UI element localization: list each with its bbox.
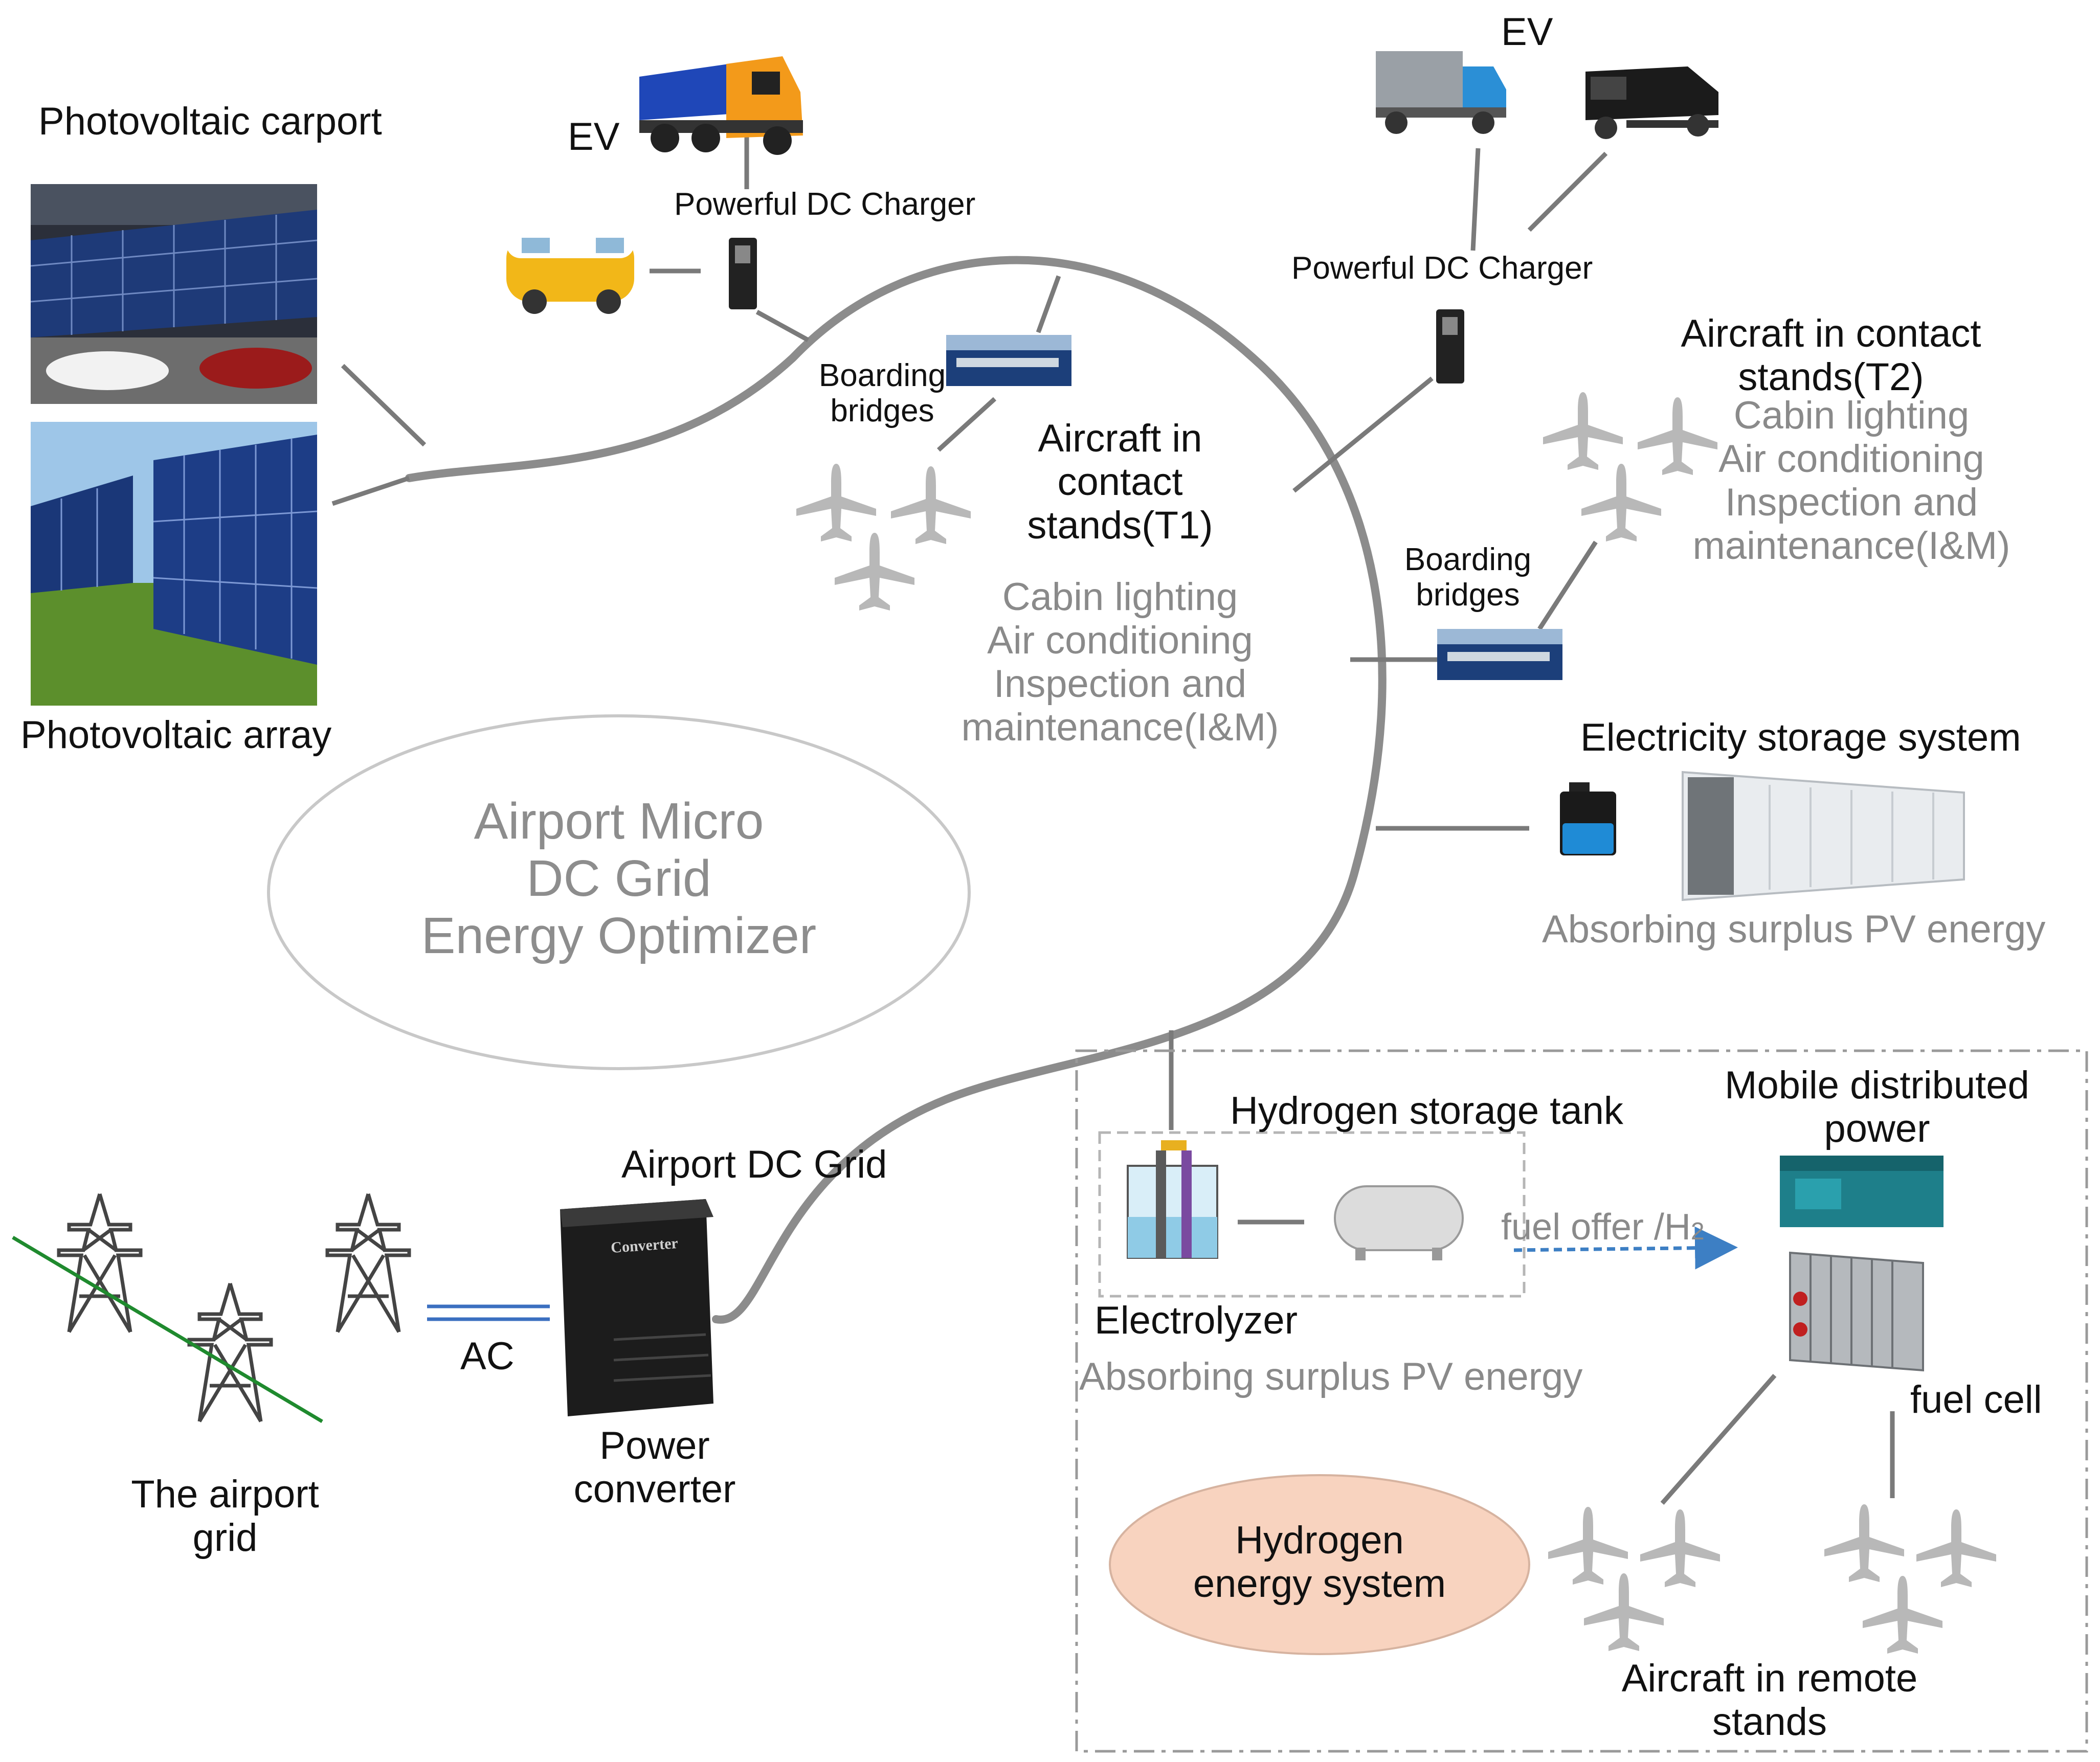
aircraft-icon xyxy=(1824,1504,1904,1582)
hydrogen-system-oval xyxy=(1109,1474,1530,1655)
electrolyzer-icon xyxy=(1127,1140,1218,1259)
aircraft-t2-label: Aircraft in contact stands(T2) xyxy=(1681,312,1981,399)
optimizer-oval xyxy=(267,714,971,1070)
connector-lines xyxy=(331,128,1895,1505)
t2-loads-label: Cabin lighting Air conditioning Inspecti… xyxy=(1692,394,2010,568)
t1-loads-label: Cabin lighting Air conditioning Inspecti… xyxy=(961,575,1279,750)
ev-left-label: EV xyxy=(568,115,620,159)
aircraft-icon xyxy=(796,464,876,541)
aircraft-icon xyxy=(1863,1576,1942,1654)
electrolyzer-tank-box xyxy=(1098,1131,1526,1298)
aircraft-icon xyxy=(1584,1573,1664,1651)
power-converter-label: Power converter xyxy=(573,1424,736,1511)
box-truck-icon xyxy=(1376,51,1506,134)
dc-bus-loop xyxy=(405,256,1387,1324)
pylon-icon xyxy=(59,1194,141,1332)
electrolyzer-label: Electrolyzer xyxy=(1094,1299,1298,1342)
hydrogen-system-label: Hydrogen energy system xyxy=(1193,1519,1446,1606)
van-icon xyxy=(506,230,634,314)
aircraft-icon xyxy=(1640,1509,1720,1587)
pylon-icon xyxy=(327,1194,409,1332)
dc-charger-icon-right xyxy=(1436,309,1464,383)
boarding-bridges-t2-label: Boarding bridges xyxy=(1404,542,1532,613)
boarding-bridges-t1-label: Boarding bridges xyxy=(818,358,946,429)
solar-carport-image xyxy=(30,184,318,404)
aircraft-t1-label: Aircraft in contact stands(T1) xyxy=(1027,417,1213,548)
mobile-power-label: Mobile distributed power xyxy=(1725,1064,2029,1151)
dc-charger-right-label: Powerful DC Charger xyxy=(1291,251,1593,286)
solar-array-image xyxy=(31,422,318,706)
pylon-icon-group xyxy=(59,1194,409,1421)
boarding-bridge-icon-t1 xyxy=(946,335,1071,386)
generator-icon xyxy=(1780,1156,1943,1227)
converter-icon: Converter xyxy=(560,1199,713,1416)
semi-truck-icon xyxy=(1585,66,1718,139)
pv-array-label: Photovoltaic array xyxy=(20,713,332,757)
aircraft-icon xyxy=(891,466,971,544)
pv-carport-label: Photovoltaic carport xyxy=(38,100,382,143)
ac-label: AC xyxy=(460,1335,515,1378)
aircraft-group-remote-left xyxy=(1548,1507,1720,1651)
battery-icon xyxy=(1560,782,1616,855)
pylon-icon xyxy=(189,1283,271,1421)
hydrogen-tank-icon xyxy=(1334,1185,1464,1260)
grid-line xyxy=(12,1235,323,1424)
dump-truck-icon xyxy=(639,56,803,155)
ev-right-label: EV xyxy=(1501,10,1553,54)
dc-charger-left-label: Powerful DC Charger xyxy=(674,187,976,222)
absorb-pv-h2-label: Absorbing surplus PV energy xyxy=(1079,1355,1583,1398)
optimizer-label: Airport Micro DC Grid Energy Optimizer xyxy=(421,793,817,964)
fuel-cell-label: fuel cell xyxy=(1910,1378,2042,1421)
boarding-bridge-icon-t2 xyxy=(1437,629,1562,680)
fuel-cell-icon xyxy=(1789,1251,1924,1372)
hydrogen-section-box xyxy=(1075,1049,2088,1753)
aircraft-icon xyxy=(1916,1509,1996,1587)
fuel-offer-text: fuel offer /H xyxy=(1501,1207,1691,1248)
electricity-storage-label: Electricity storage system xyxy=(1580,716,2021,759)
absorb-pv-storage-label: Absorbing surplus PV energy xyxy=(1542,908,2046,951)
airport-grid-label: The airport grid xyxy=(131,1473,319,1560)
hydrogen-tank-label: Hydrogen storage tank xyxy=(1230,1089,1623,1133)
storage-cabinet-icon xyxy=(1682,771,1965,901)
fuel-offer-subscript: 2 xyxy=(1690,1218,1705,1245)
ac-lines xyxy=(427,1304,550,1321)
aircraft-group-remote-right xyxy=(1824,1504,1996,1654)
aircraft-icon xyxy=(1548,1507,1628,1585)
fuel-offer-arrow xyxy=(1513,1226,1738,1270)
aircraft-icon xyxy=(1543,392,1623,470)
fuel-offer-label: fuel offer /H2 xyxy=(1501,1207,1705,1248)
remote-stands-label: Aircraft in remote stands xyxy=(1621,1657,1918,1744)
airport-dc-grid-label: Airport DC Grid xyxy=(621,1143,887,1186)
aircraft-icon xyxy=(835,533,914,611)
dc-charger-icon-left xyxy=(729,238,757,309)
